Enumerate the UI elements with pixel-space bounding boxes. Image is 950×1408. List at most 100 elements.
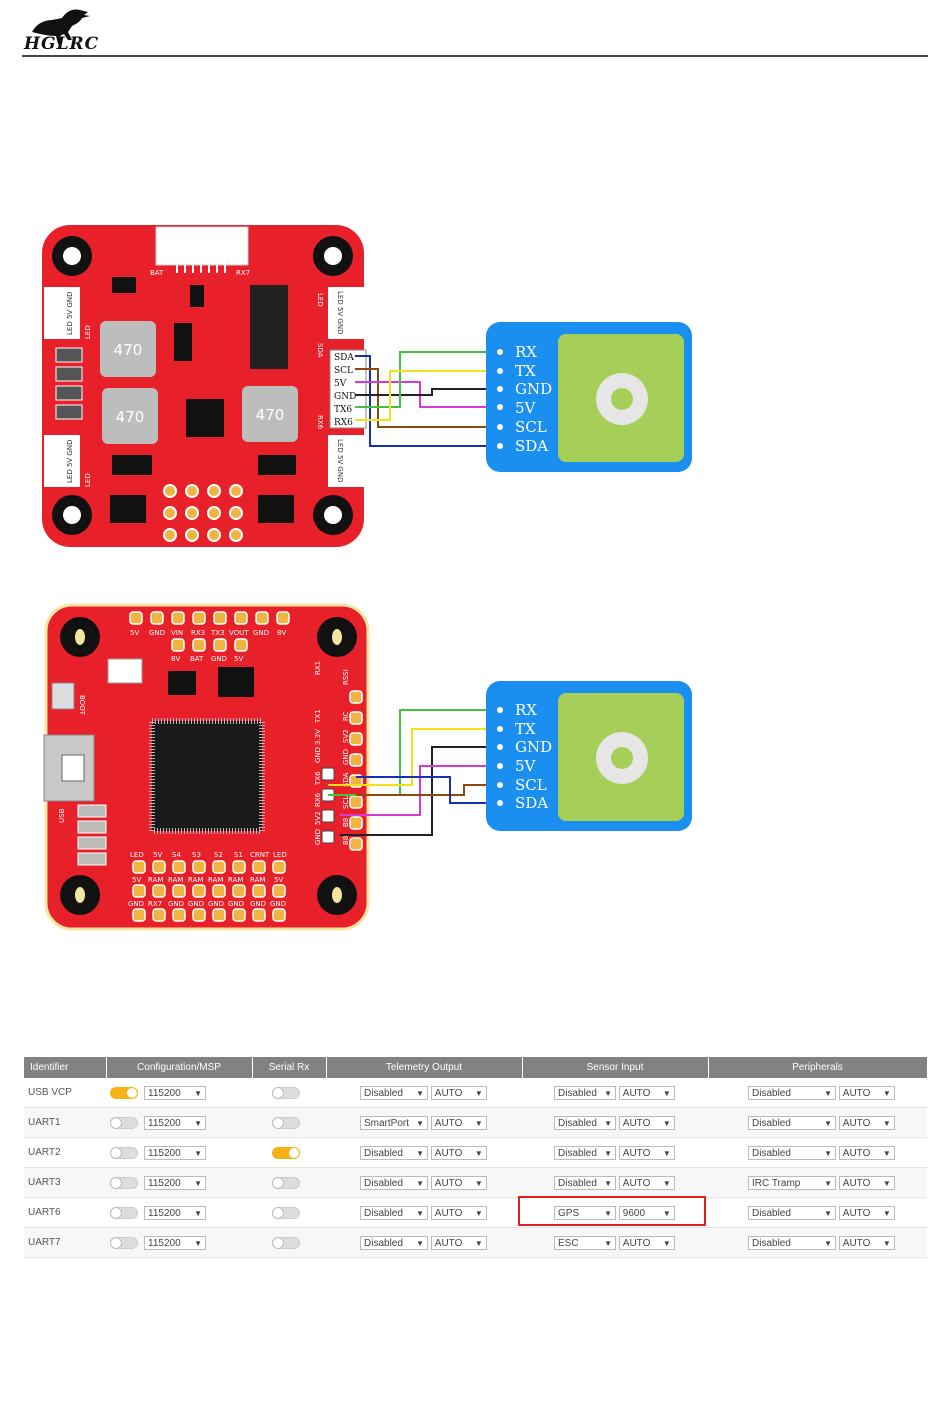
serial-rx-toggle[interactable] <box>272 1206 300 1219</box>
fc2-wires <box>328 709 500 836</box>
page-header: HGLRC <box>0 0 950 60</box>
msp-toggle[interactable] <box>110 1146 138 1159</box>
svg-text:S2: S2 <box>214 851 223 859</box>
telemetry-select[interactable]: Disabled▼ <box>360 1085 428 1100</box>
serial-rx-toggle[interactable] <box>272 1116 300 1129</box>
msp-toggle[interactable] <box>110 1176 138 1189</box>
msp-baud-select[interactable]: 115200▼ <box>144 1115 206 1130</box>
telemetry-select[interactable]: Disabled▼ <box>360 1175 428 1190</box>
sensor-select[interactable]: Disabled▼ <box>554 1175 616 1190</box>
sensor-baud-select[interactable]: 9600▼ <box>618 1205 675 1220</box>
svg-text:LED: LED <box>130 851 144 859</box>
telemetry-baud-select[interactable]: AUTO▼ <box>430 1235 487 1250</box>
telemetry-baud-select[interactable]: AUTO▼ <box>430 1115 487 1130</box>
port-identifier: UART7 <box>24 1227 106 1258</box>
telemetry-select[interactable]: Disabled▼ <box>360 1235 428 1250</box>
serial-rx-toggle[interactable] <box>272 1176 300 1189</box>
sensor-select[interactable]: Disabled▼ <box>554 1145 616 1160</box>
telemetry-baud-select[interactable]: AUTO▼ <box>430 1085 487 1100</box>
peripherals-select[interactable]: Disabled▼ <box>748 1115 836 1130</box>
peripherals-baud-select[interactable]: AUTO▼ <box>838 1205 895 1220</box>
sensor-baud-select[interactable]: AUTO▼ <box>618 1145 675 1160</box>
table-header-row: Identifier Configuration/MSP Serial Rx T… <box>24 1057 928 1078</box>
fc1-pad-5v: 5V <box>334 379 347 389</box>
svg-text:8V: 8V <box>171 655 180 663</box>
gps2-pin-sda: SDA <box>515 794 548 812</box>
msp-toggle[interactable] <box>110 1086 138 1099</box>
peripherals-select[interactable]: Disabled▼ <box>748 1145 836 1160</box>
sensor-select[interactable]: Disabled▼ <box>554 1085 616 1100</box>
mounting-hole-icon <box>52 236 353 535</box>
gps2-pin-scl: SCL <box>515 776 547 794</box>
sensor-select[interactable]: Disabled▼ <box>554 1115 616 1130</box>
svg-text:RC: RC <box>342 711 350 721</box>
peripherals-baud-select[interactable]: AUTO▼ <box>838 1175 895 1190</box>
brand-wordmark: HGLRC <box>24 34 100 54</box>
gps1-pin-sda: SDA <box>515 437 548 455</box>
dinosaur-logo-icon <box>32 9 90 45</box>
serial-rx-toggle[interactable] <box>272 1146 300 1159</box>
svg-text:GND: GND <box>253 629 269 637</box>
svg-text:RSSI: RSSI <box>342 669 350 685</box>
msp-toggle[interactable] <box>110 1206 138 1219</box>
svg-text:VOUT: VOUT <box>229 629 249 637</box>
svg-text:RAM: RAM <box>228 876 243 884</box>
svg-text:GND: GND <box>149 629 165 637</box>
header-configuration-msp: Configuration/MSP <box>106 1057 253 1078</box>
telemetry-select[interactable]: SmartPort▼ <box>360 1115 428 1130</box>
svg-text:GND: GND <box>168 900 184 908</box>
fc1-wires <box>355 351 500 447</box>
sensor-select[interactable]: ESC▼ <box>554 1235 616 1250</box>
telemetry-baud-select[interactable]: AUTO▼ <box>430 1175 487 1190</box>
header-identifier: Identifier <box>24 1057 107 1078</box>
gps2-pin-tx: TX <box>515 720 536 738</box>
msp-baud-select[interactable]: 115200▼ <box>144 1085 206 1100</box>
gps1-pin-gnd: GND <box>515 380 552 398</box>
msp-baud-select[interactable]: 115200▼ <box>144 1175 206 1190</box>
telemetry-baud-select[interactable]: AUTO▼ <box>430 1205 487 1220</box>
peripherals-baud-select[interactable]: AUTO▼ <box>838 1085 895 1100</box>
svg-text:3.3V: 3.3V <box>314 729 322 745</box>
sensor-baud-select[interactable]: AUTO▼ <box>618 1235 675 1250</box>
fc2-top-row1-labels: 5V GND VIN RX3 TX3 VOUT GND 8V <box>130 629 286 637</box>
sensor-baud-select[interactable]: AUTO▼ <box>618 1175 675 1190</box>
fc1-pad-tx6: TX6 <box>334 405 352 415</box>
fc1-silk-right-top: LED 5V GND <box>336 291 344 334</box>
peripherals-select[interactable]: Disabled▼ <box>748 1205 836 1220</box>
port-identifier: UART2 <box>24 1137 106 1168</box>
sensor-baud-select[interactable]: AUTO▼ <box>618 1115 675 1130</box>
telemetry-select[interactable]: Disabled▼ <box>360 1145 428 1160</box>
svg-text:TX1: TX1 <box>314 709 322 724</box>
sensor-select[interactable]: GPS▼ <box>554 1205 616 1220</box>
msp-toggle[interactable] <box>110 1116 138 1129</box>
peripherals-select[interactable]: Disabled▼ <box>748 1085 836 1100</box>
telemetry-select[interactable]: Disabled▼ <box>360 1205 428 1220</box>
telemetry-baud-select[interactable]: AUTO▼ <box>430 1145 487 1160</box>
peripherals-select[interactable]: Disabled▼ <box>748 1235 836 1250</box>
serial-rx-toggle[interactable] <box>272 1086 300 1099</box>
svg-text:RX1: RX1 <box>314 661 322 675</box>
mounting-hole-icon <box>60 617 357 915</box>
peripherals-baud-select[interactable]: AUTO▼ <box>838 1115 895 1130</box>
svg-text:SV2: SV2 <box>342 729 350 743</box>
svg-text:VIN: VIN <box>171 629 183 637</box>
svg-text:RAM: RAM <box>250 876 265 884</box>
msp-baud-select[interactable]: 115200▼ <box>144 1145 206 1160</box>
serial-rx-toggle[interactable] <box>272 1236 300 1249</box>
peripherals-baud-select[interactable]: AUTO▼ <box>838 1145 895 1160</box>
peripherals-select[interactable]: IRC Tramp▼ <box>748 1175 836 1190</box>
msp-baud-select[interactable]: 115200▼ <box>144 1235 206 1250</box>
fc1-inductor: 470 470 470 <box>100 321 298 444</box>
msp-toggle[interactable] <box>110 1236 138 1249</box>
svg-text:470: 470 <box>116 408 145 426</box>
gps1-pin-scl: SCL <box>515 418 547 436</box>
peripherals-baud-select[interactable]: AUTO▼ <box>838 1235 895 1250</box>
fc1-silk-left-top: LED 5V GND <box>66 292 74 335</box>
svg-text:5V2: 5V2 <box>314 811 322 825</box>
sensor-baud-select[interactable]: AUTO▼ <box>618 1085 675 1100</box>
svg-text:5V: 5V <box>153 851 162 859</box>
port-identifier: USB VCP <box>24 1078 106 1108</box>
msp-baud-select[interactable]: 115200▼ <box>144 1205 206 1220</box>
